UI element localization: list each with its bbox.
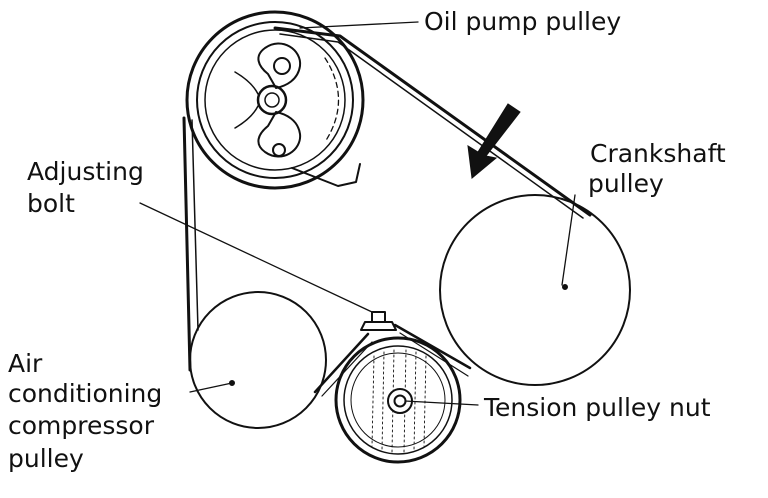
belt-check-arrow-icon	[467, 103, 521, 179]
oil-pump-pulley	[185, 10, 365, 190]
oil-pump-pulley-label: Oil pump pulley	[424, 7, 622, 36]
crankshaft-pulley	[439, 194, 631, 386]
tension-pulley	[334, 336, 462, 464]
ac-compressor-pulley	[189, 291, 327, 429]
crankshaft-pulley-label-line2: pulley	[588, 169, 664, 198]
drive-belt	[182, 26, 592, 397]
adjusting-bolt-label-line2: bolt	[27, 189, 75, 218]
tension-pulley-nut-label: Tension pulley nut	[484, 393, 711, 422]
adjusting-bolt-bracket	[360, 311, 397, 331]
ac-compressor-label-line2: conditioning	[8, 379, 163, 408]
adjusting-bolt-label-line1: Adjusting	[27, 157, 144, 186]
ac-compressor-label-line4: pulley	[8, 444, 84, 473]
ac-compressor-label-line1: Air	[8, 349, 43, 378]
leader-lines	[139, 21, 576, 406]
crankshaft-pulley-label-line1: Crankshaft	[590, 139, 726, 168]
ac-compressor-label-line3: compressor	[8, 411, 154, 440]
